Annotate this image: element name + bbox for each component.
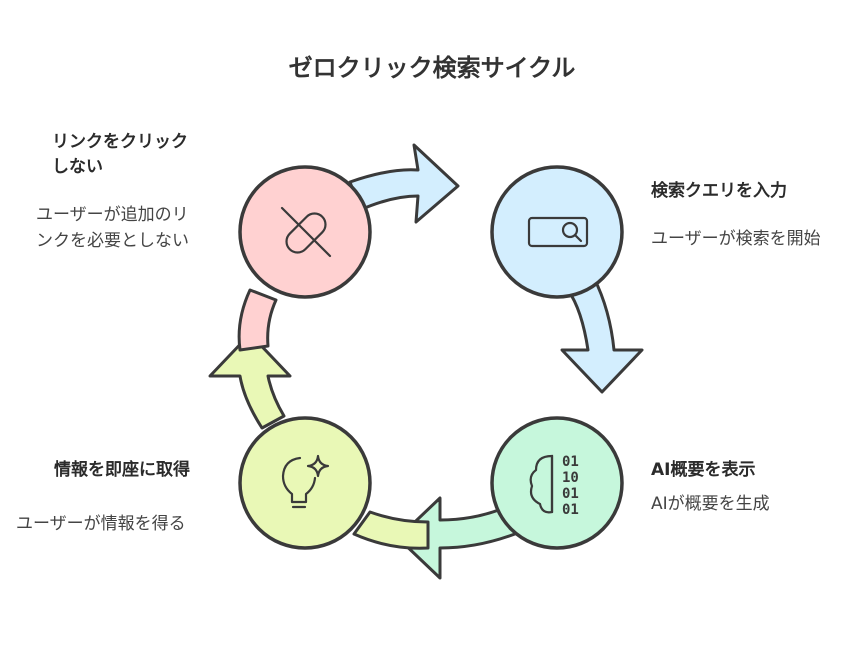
arrow-top [348,143,460,224]
step-desc-line: ンクを必要としない [36,231,189,251]
step-desc-ai: AIが概要を生成 [651,494,770,514]
step-circle-search [490,165,624,299]
binary-row: 10 [562,470,579,486]
binary-row: 01 [562,502,579,518]
step-heading-line: しない [52,157,103,177]
step-circle-ai: 01 10 01 01 [490,416,624,550]
step-circle-link [238,165,372,299]
step-desc-search: ユーザーが検索を開始 [651,229,821,249]
search-bar-icon [527,216,589,248]
binary-row: 01 [562,454,579,470]
binary-row: 01 [562,486,579,502]
step-circle-info [238,416,372,550]
ai-brain-binary-icon [529,454,554,514]
step-desc-link: ユーザーが追加のリ ンクを必要としない [36,202,189,254]
step-heading-ai: AI概要を表示 [651,460,756,480]
arrow-right [560,276,644,394]
arrow-left [208,288,292,430]
diagram-title: ゼロクリック検索サイクル [288,54,576,82]
arrow-bottom [352,496,522,580]
lightbulb-sparkle-icon [281,454,330,509]
step-heading-info: 情報を即座に取得 [54,460,190,480]
step-heading-search: 検索クエリを入力 [651,181,787,201]
step-desc-info: ユーザーが情報を得る [16,514,186,534]
step-heading-link: リンクをクリック しない [52,130,188,180]
link-off-icon [280,206,332,258]
step-desc-line: ユーザーが追加のリ [36,205,189,225]
step-heading-line: リンクをクリック [52,132,188,152]
